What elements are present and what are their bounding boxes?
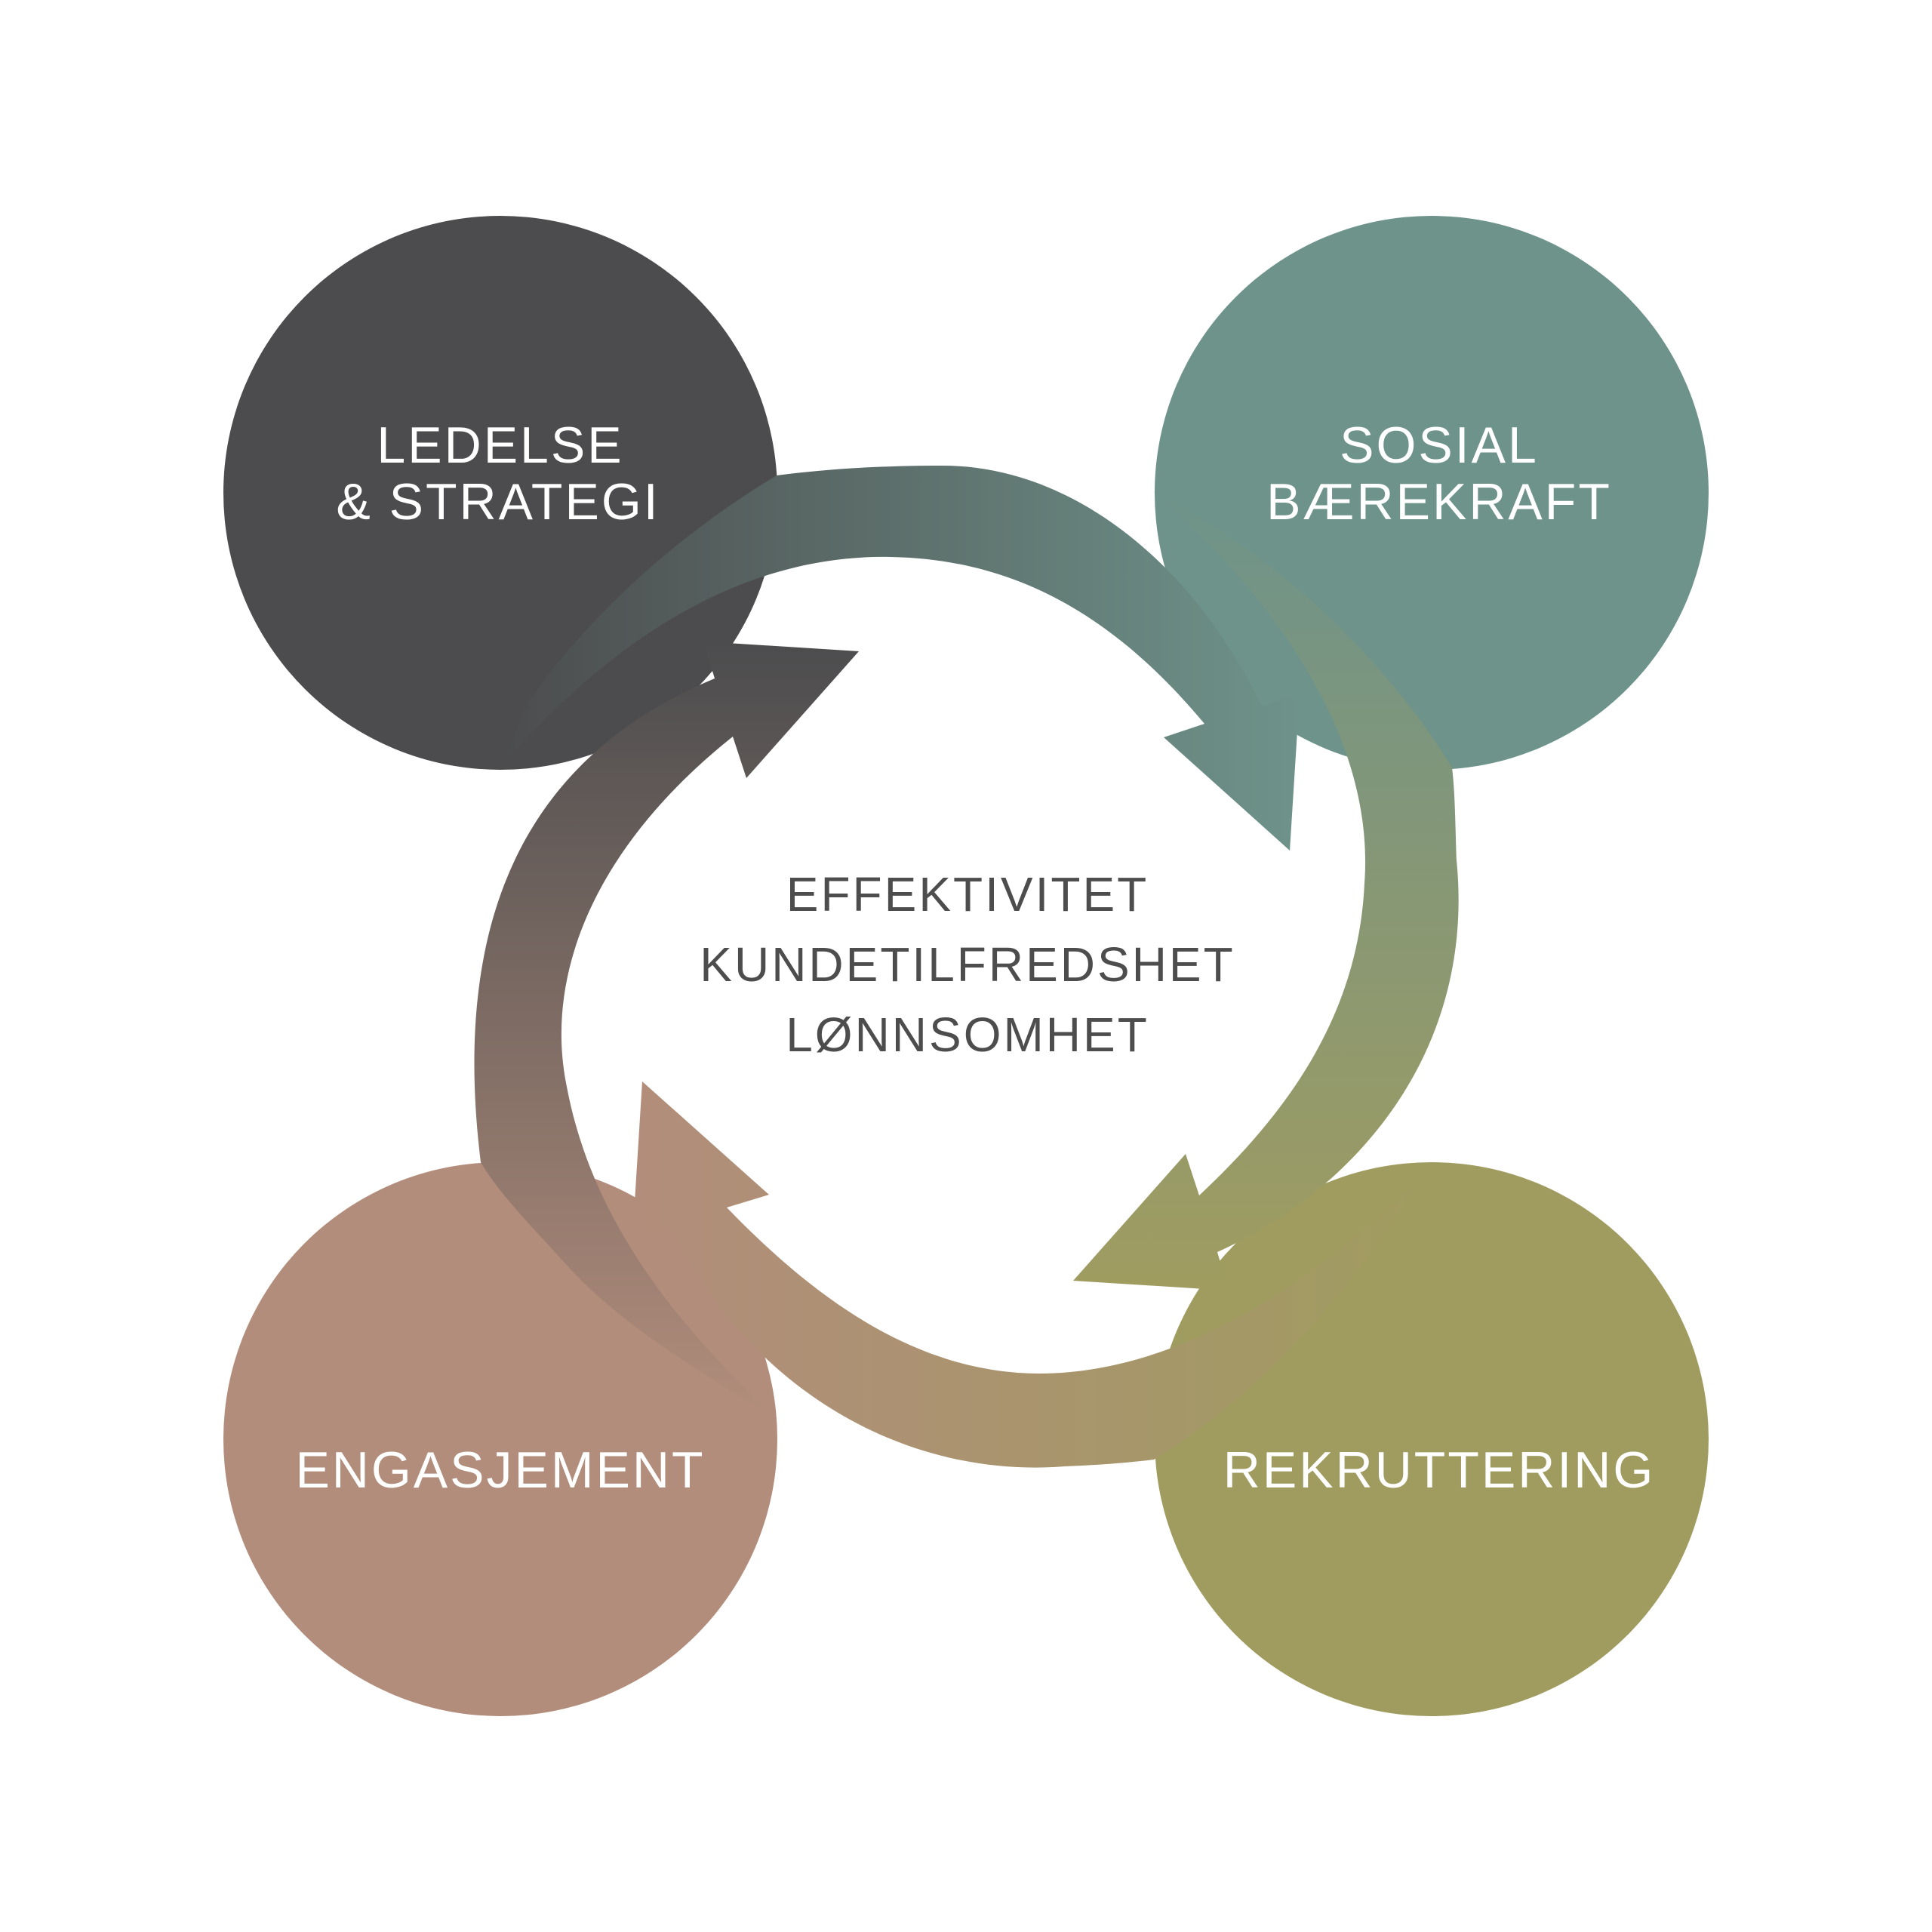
center-label-effektivitet: EFFEKTIVITET <box>786 867 1149 921</box>
center-label-lonnsomhet: LØNNSOMHET <box>786 1008 1149 1062</box>
arrow-engasjement-to-ledelse <box>474 641 859 1419</box>
node-circle <box>1155 1162 1709 1716</box>
node-label-engasjement: ENGASJEMENT <box>295 1441 705 1499</box>
node-label-sosial-line1: SOSIAL <box>1340 417 1539 474</box>
arrow-rekruttering-to-engasjement <box>632 1081 1432 1468</box>
node-label-rekruttering: REKRUTTERING <box>1223 1441 1655 1499</box>
node-label-ledelse-line1: LEDELSE <box>377 417 623 474</box>
node-label-ledelse-line2: & STRATEGI <box>336 473 660 531</box>
node-label-sosial-line2: BÆREKRAFT <box>1266 473 1612 531</box>
arrow-sosial-to-rekruttering <box>1073 491 1459 1291</box>
arrow-ledelse-to-sosial <box>500 466 1300 851</box>
center-label-kundetilfredshet: KUNDETILFREDSHET <box>700 937 1235 992</box>
node-rekruttering <box>1155 1162 1709 1716</box>
